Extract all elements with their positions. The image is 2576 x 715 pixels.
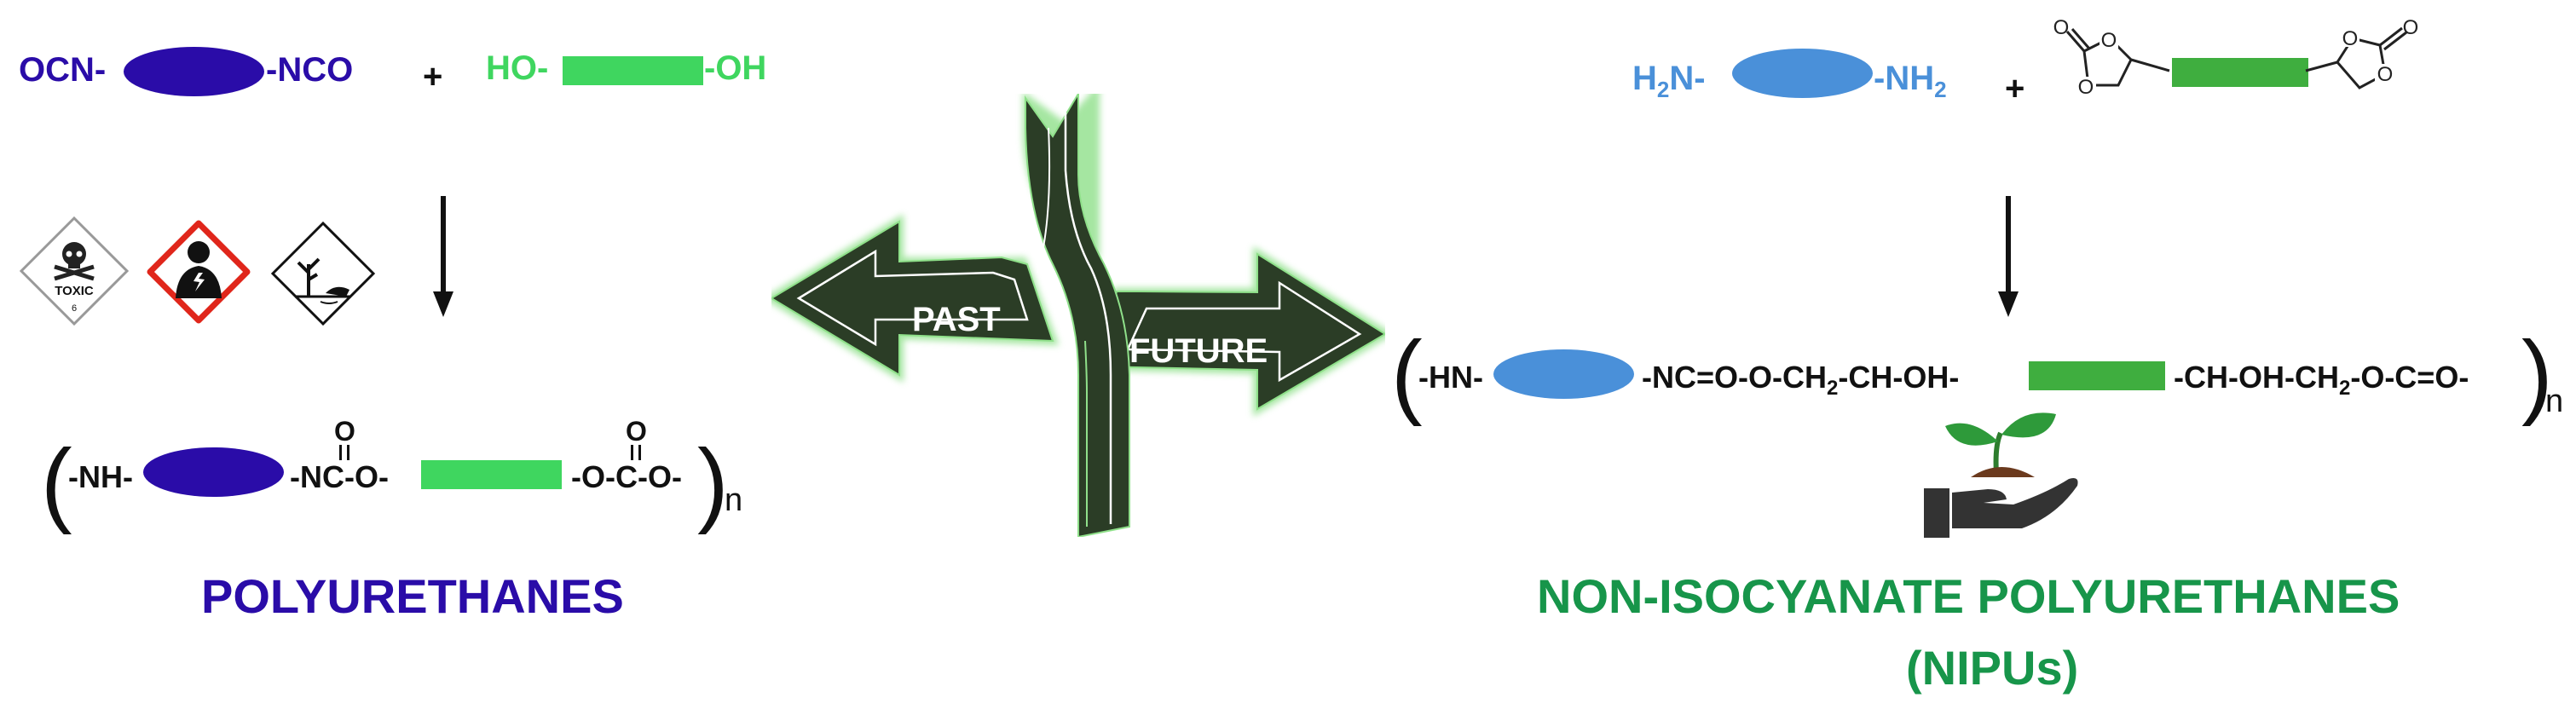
- isocyanate-left-label: OCN-: [19, 51, 107, 89]
- amine-left-label: H2N-: [1632, 60, 1706, 102]
- pu-carbonyl-bond-1: [339, 445, 349, 460]
- svg-text:O: O: [2101, 29, 2117, 52]
- environment-hazard-icon: [270, 221, 376, 326]
- past-arrow: [771, 220, 1054, 377]
- past-future-crossroads-arrows: PAST FUTURE: [771, 94, 1385, 537]
- pu-repeat-subscript: n: [725, 482, 743, 518]
- polyurethanes-title: POLYURETHANES: [201, 569, 624, 623]
- nipu-close-paren: ): [2521, 322, 2553, 427]
- pu-carbonyl-o-2: O: [626, 416, 647, 447]
- pu-diol-core-rect: [421, 460, 562, 489]
- amine-right-label: -NH2: [1874, 60, 1947, 102]
- pu-open-paren: (: [41, 430, 72, 535]
- future-label: FUTURE: [1129, 332, 1268, 370]
- svg-text:O: O: [2377, 63, 2394, 86]
- toxic-hazard-icon: TOXIC 6: [19, 216, 130, 326]
- diol-left-label: HO-: [486, 49, 549, 87]
- future-arrow: [1094, 252, 1385, 411]
- nipu-end-linkage: -CH-OH-CH2-O-C=O-: [2174, 360, 2469, 401]
- past-label: PAST: [912, 301, 1001, 338]
- isocyanate-right-label: -NCO: [266, 51, 354, 89]
- nipu-middle-linkage: -NC=O-O-CH2-CH-OH-: [1642, 360, 1960, 401]
- carbonate-core-rect: [2172, 58, 2308, 87]
- pu-carbonate-label: -O-C-O-: [571, 459, 682, 494]
- reaction-down-arrow-left: [433, 196, 453, 317]
- nipu-hn-label: -HN-: [1418, 360, 1483, 395]
- pu-isocyanate-core-ellipse: [143, 447, 284, 497]
- nipu-title-line2: (NIPUs): [1906, 641, 2079, 695]
- pu-carbonyl-o-1: O: [334, 416, 355, 447]
- pu-carbamate-label: -NC-O-: [290, 459, 389, 494]
- cyclic-carbonate-left: O O O: [2053, 16, 2170, 99]
- nipu-carbonate-core-rect: [2029, 361, 2165, 390]
- svg-text:O: O: [2342, 27, 2359, 50]
- diol-core-rect: [563, 56, 703, 85]
- toxic-class-number: 6: [72, 303, 77, 314]
- nipu-title-line1: NON-ISOCYANATE POLYURETHANES: [1537, 569, 2400, 623]
- nipu-open-paren: (: [1391, 322, 1423, 427]
- reaction-down-arrow-right: [1998, 196, 2019, 317]
- svg-text:O: O: [2403, 16, 2419, 39]
- nipu-amine-core-ellipse: [1493, 349, 1634, 399]
- svg-text:O: O: [2053, 16, 2070, 39]
- plus-sign-right: +: [2005, 70, 2025, 107]
- pu-carbonyl-bond-2: [631, 445, 641, 460]
- toxic-label: TOXIC: [55, 284, 94, 298]
- diol-right-label: -OH: [704, 49, 767, 87]
- amine-core-ellipse: [1732, 49, 1873, 98]
- hand-holding-seedling-icon: [1924, 412, 2078, 538]
- health-hazard-icon: [147, 220, 251, 324]
- nipu-repeat-subscript: n: [2545, 383, 2564, 419]
- svg-text:O: O: [2078, 76, 2094, 99]
- pu-close-paren: ): [697, 430, 729, 535]
- cyclic-carbonate-right: O O O: [2305, 16, 2419, 89]
- isocyanate-core-ellipse: [124, 47, 264, 96]
- plus-sign-left: +: [423, 58, 443, 95]
- pu-nh-label: -NH-: [68, 459, 133, 494]
